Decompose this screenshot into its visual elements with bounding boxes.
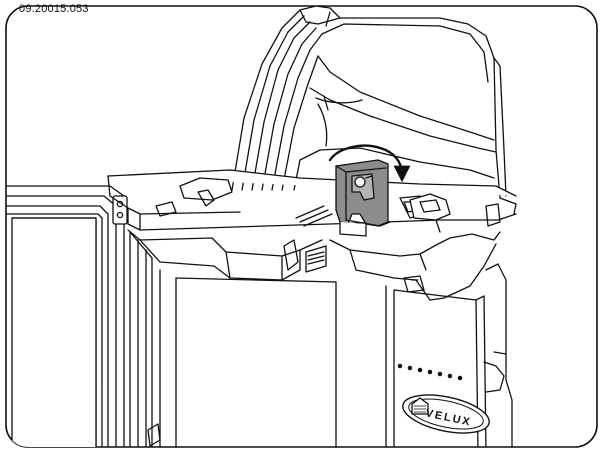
window-sash-left — [6, 185, 161, 447]
drawing-reference-number: 09.20015.053 — [19, 3, 89, 15]
highlighted-bracket — [335, 159, 391, 237]
lower-frame — [159, 263, 513, 447]
upper-housing — [231, 6, 517, 215]
brand-logo-plate — [402, 394, 490, 434]
latch-mechanism — [409, 193, 501, 233]
rotation-arrow-icon — [328, 144, 411, 183]
